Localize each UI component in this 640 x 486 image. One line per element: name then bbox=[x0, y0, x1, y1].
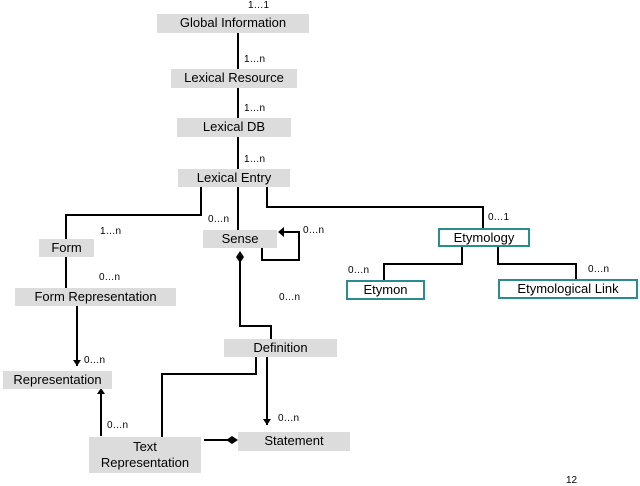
node-form: Form bbox=[39, 239, 94, 257]
arrow-sense-self bbox=[278, 227, 284, 237]
node-etymological-link: Etymological Link bbox=[498, 279, 638, 299]
node-lexical-resource: Lexical Resource bbox=[171, 69, 297, 88]
node-lexical-entry: Lexical Entry bbox=[178, 169, 290, 187]
diamond-statement bbox=[226, 436, 238, 444]
mult-representation: 0…n bbox=[84, 355, 106, 366]
node-definition: Definition bbox=[224, 339, 337, 357]
mult-etymological-link: 0…n bbox=[588, 264, 610, 275]
node-lexical-db: Lexical DB bbox=[177, 118, 291, 137]
node-form-representation: Form Representation bbox=[15, 288, 176, 306]
node-etymology: Etymology bbox=[438, 228, 530, 247]
node-etymon: Etymon bbox=[346, 280, 425, 300]
arrow-statement bbox=[263, 419, 271, 425]
mult-entry: 1…n bbox=[244, 154, 266, 165]
link-entry-etymology bbox=[266, 186, 484, 229]
node-global-information: Global Information bbox=[157, 14, 309, 33]
arrow-representation bbox=[73, 360, 81, 366]
diamond-sense bbox=[236, 251, 244, 263]
mult-resource: 1…n bbox=[244, 54, 266, 65]
mult-sense: 0…n bbox=[208, 214, 230, 225]
mult-sense-self: 0…n bbox=[303, 225, 325, 236]
link-entry-form bbox=[65, 186, 202, 240]
mult-form: 1…n bbox=[100, 226, 122, 237]
mult-definition: 0…n bbox=[279, 292, 301, 303]
mult-db: 1…n bbox=[244, 103, 266, 114]
node-statement: Statement bbox=[238, 432, 350, 451]
mult-form-representation: 0…n bbox=[99, 272, 121, 283]
mult-statement: 0…n bbox=[278, 413, 300, 424]
mult-global-top: 1…1 bbox=[248, 0, 270, 11]
arrow-textrep-representation bbox=[97, 388, 105, 394]
node-sense: Sense bbox=[203, 230, 277, 248]
text-representation-line1: Text bbox=[133, 439, 157, 454]
node-text-representation: Text Representation bbox=[89, 437, 201, 473]
mult-text-representation: 0…n bbox=[107, 420, 129, 431]
text-representation-line2: Representation bbox=[100, 455, 190, 470]
link-definition-textrep bbox=[161, 356, 257, 438]
mult-etymon: 0…n bbox=[348, 265, 370, 276]
link-sense-self bbox=[261, 231, 300, 261]
link-definition-sense bbox=[239, 257, 272, 340]
mult-etymology: 0…1 bbox=[488, 212, 510, 223]
link-etymology-link bbox=[497, 246, 577, 281]
node-representation: Representation bbox=[3, 371, 112, 389]
page-number: 12 bbox=[566, 475, 578, 486]
link-etymology-etymon bbox=[383, 246, 463, 281]
